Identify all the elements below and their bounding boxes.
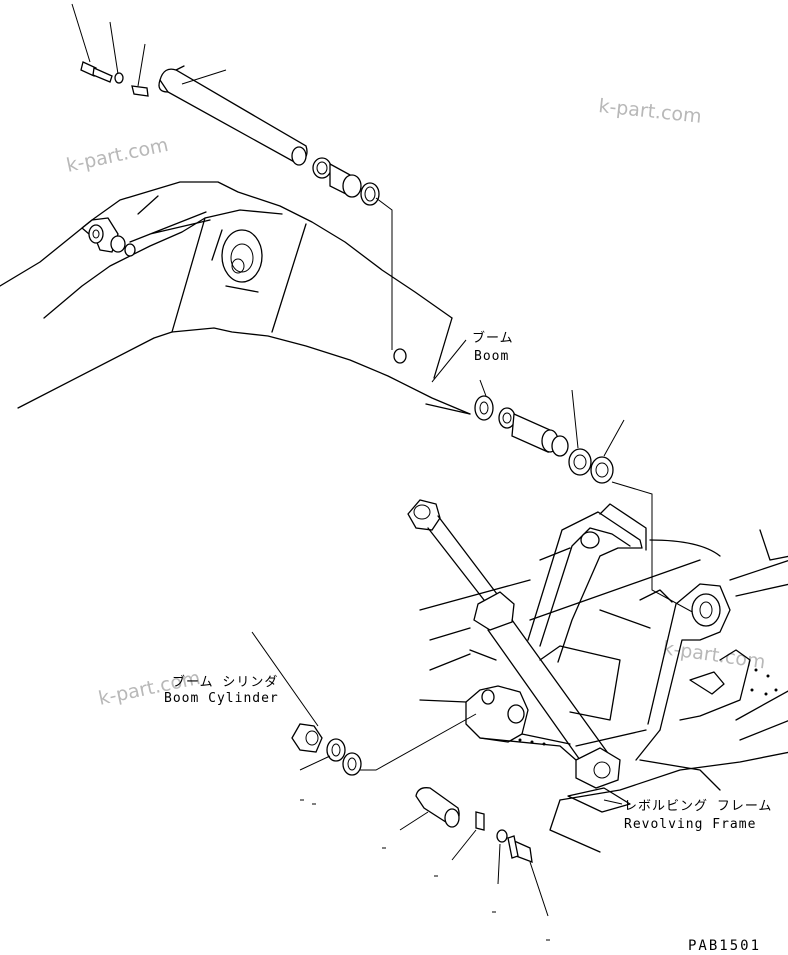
label-cylinder-jp: ブーム シリンダ [172,674,278,690]
watermark: k-part.com [597,95,702,128]
label-boom-en: Boom [474,349,509,364]
cylinder-lock-plate [475,811,485,831]
boom-cylinder [407,499,621,789]
label-boom-jp: ブーム [472,330,514,346]
cylinder-rod-end [291,723,323,753]
revolving-frame [419,503,788,853]
boom [0,181,471,415]
label-frame-jp: レボルビング フレーム [624,799,772,814]
lock-plate-top [131,85,149,97]
washer-top [114,72,124,84]
frame-bolt-dots [518,668,778,746]
bushing-set-top [312,157,380,206]
cylinder-pin-assembly [251,631,550,941]
boom-foot-bushings [474,379,697,615]
label-revolving-frame: レボルビング フレーム Revolving Frame [603,799,772,832]
boom-pin [158,65,308,166]
label-boom: ブーム Boom [431,330,514,383]
cylinder-washer [496,829,508,843]
label-frame-en: Revolving Frame [624,817,756,832]
top-pin-assembly [71,3,407,364]
label-boom-cylinder: ブーム シリンダ Boom Cylinder [164,674,279,706]
watermark: k-part.com [64,134,170,177]
label-cylinder-en: Boom Cylinder [164,691,279,706]
drawing-code: PAB1501 [688,938,761,954]
watermark: k-part.com [661,637,767,673]
bolt-top [80,61,113,83]
